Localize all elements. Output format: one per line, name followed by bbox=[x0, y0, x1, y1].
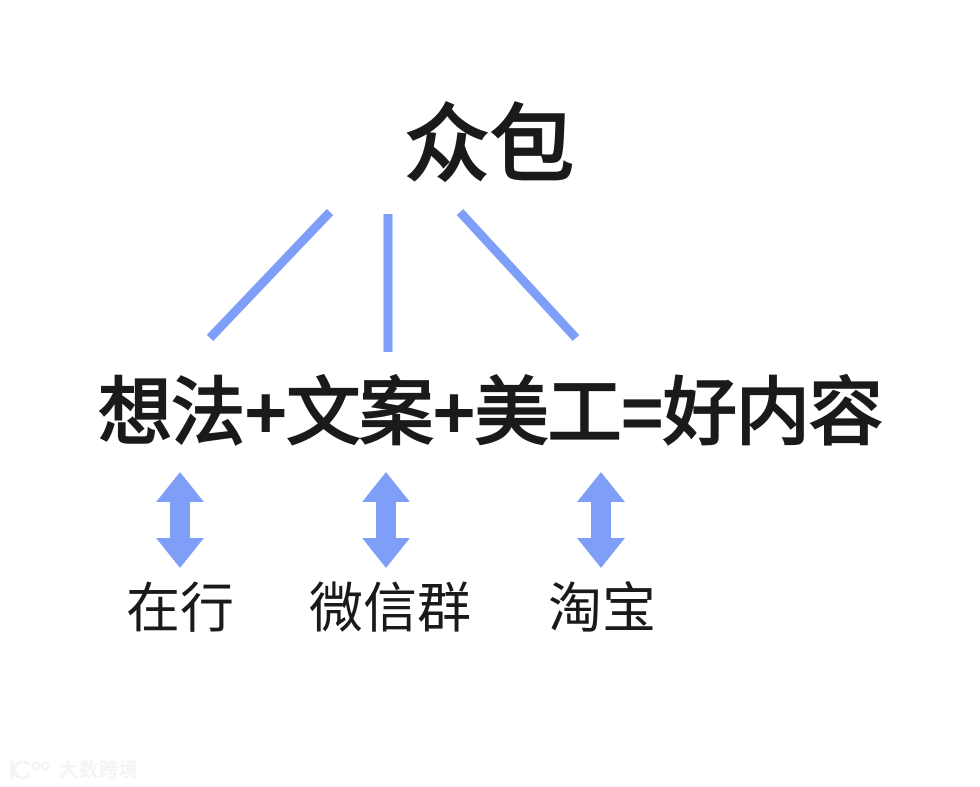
watermark-logo-icon bbox=[10, 760, 50, 780]
leaf-label-taobao: 淘宝 bbox=[548, 579, 656, 639]
connector-right bbox=[456, 208, 580, 342]
diagram-equation: 想法+文案+美工=好内容 bbox=[98, 371, 883, 454]
diagram-title: 众包 bbox=[404, 98, 575, 192]
connector-left bbox=[206, 208, 334, 342]
double-arrow-icon-zaixing bbox=[156, 472, 204, 568]
leaf-label-zaixing: 在行 bbox=[126, 579, 234, 639]
double-arrow-icon-weixinqun bbox=[362, 472, 410, 568]
double-arrow-icon-taobao bbox=[577, 472, 625, 568]
watermark: 大数跨境 bbox=[8, 759, 139, 781]
watermark-text: 大数跨境 bbox=[59, 759, 140, 781]
leaf-label-weixinqun: 微信群 bbox=[309, 579, 471, 639]
